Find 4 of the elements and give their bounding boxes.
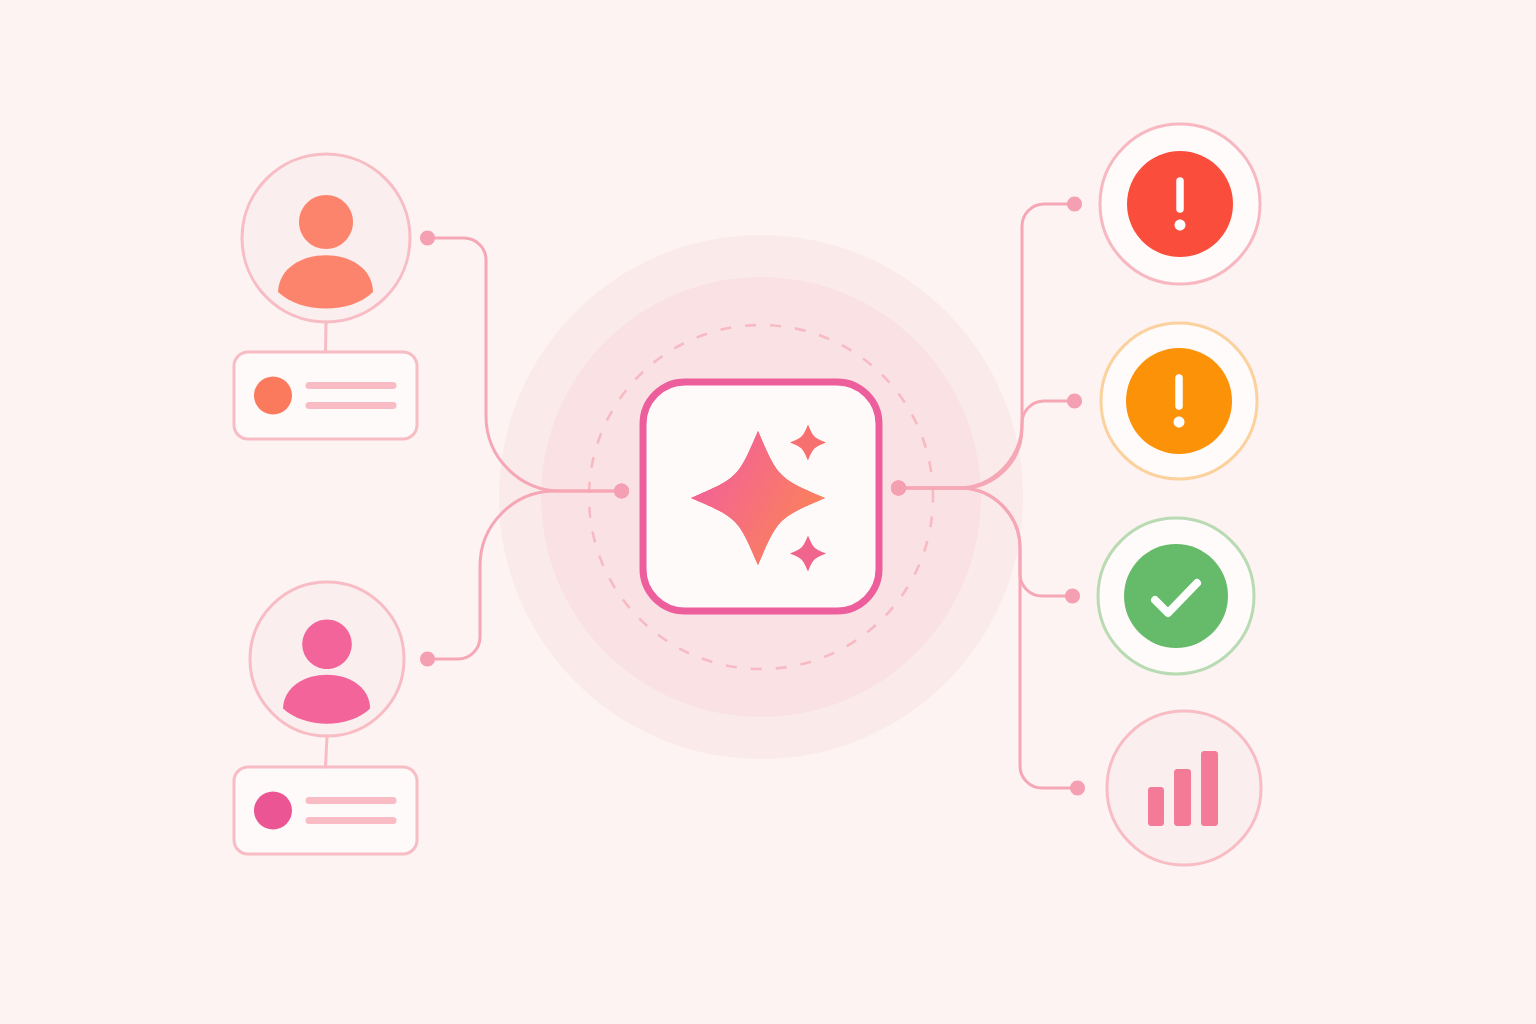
connector — [891, 480, 1085, 796]
connector — [420, 483, 629, 667]
connector — [324, 734, 329, 769]
connector — [324, 320, 328, 354]
